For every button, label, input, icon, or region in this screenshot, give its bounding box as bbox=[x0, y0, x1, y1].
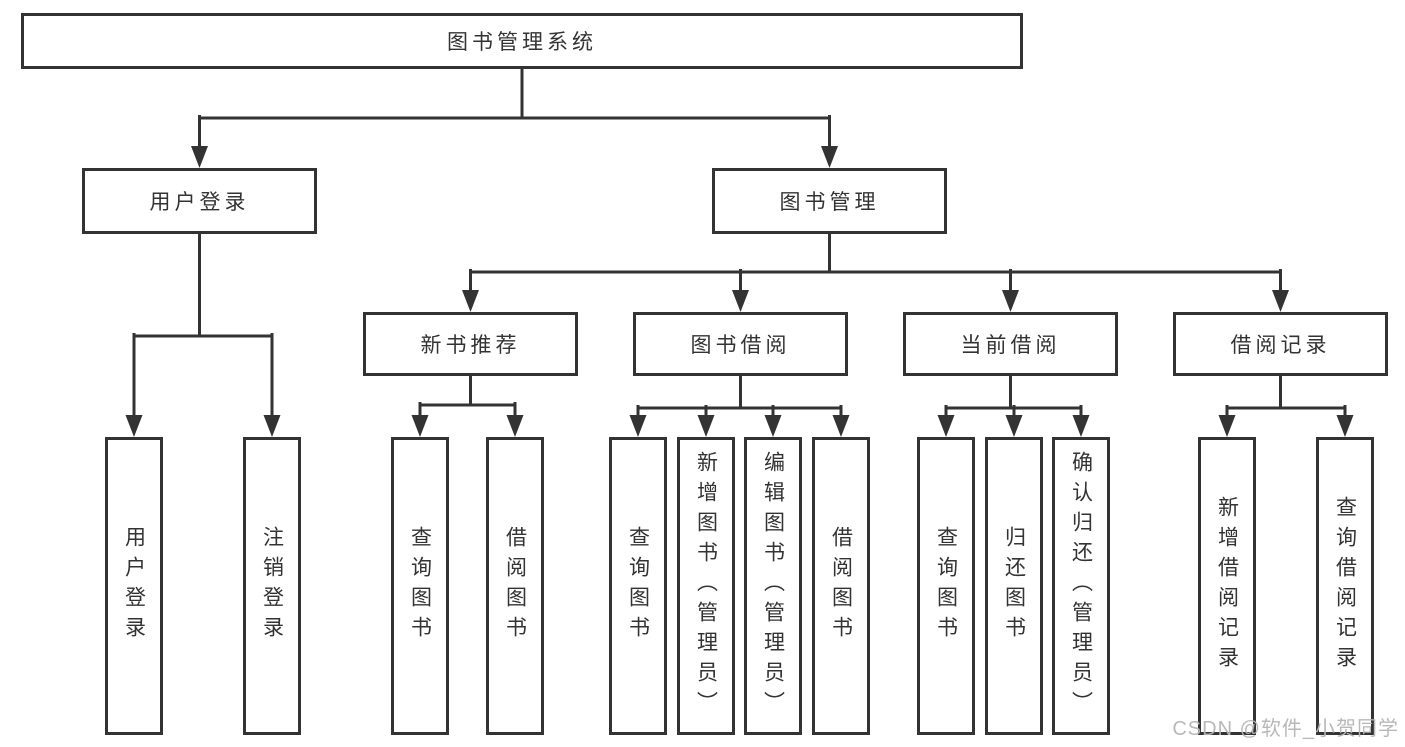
node-borrow-records: 借阅记录 bbox=[1173, 312, 1388, 376]
leaf-borrow-query-books: 查询图书 bbox=[609, 437, 667, 735]
arrow-down-icon bbox=[821, 146, 838, 168]
leaf-newbook-query-books: 查询图书 bbox=[391, 437, 449, 735]
connector-new-book-to-leaves bbox=[418, 374, 517, 422]
leaf-records-query-record: 查询借阅记录 bbox=[1316, 437, 1374, 735]
arrow-down-icon bbox=[1336, 415, 1354, 437]
node-book-management: 图书管理 bbox=[712, 168, 947, 234]
connector-borrow-records-to-leaves bbox=[1225, 374, 1347, 422]
leaf-borrow-borrow-books: 借阅图书 bbox=[812, 437, 870, 735]
connector-root-to-level1 bbox=[198, 66, 831, 152]
arrow-down-icon bbox=[1002, 290, 1019, 312]
leaf-borrow-edit-books-admin: 编辑图书（管理员） bbox=[744, 437, 802, 735]
arrow-down-icon bbox=[629, 415, 647, 437]
leaf-borrow-add-books-admin: 新增图书（管理员） bbox=[677, 437, 735, 735]
leaf-records-add-record: 新增借阅记录 bbox=[1198, 437, 1256, 735]
connector-book-borrow-to-leaves bbox=[636, 374, 843, 422]
arrow-down-icon bbox=[937, 415, 955, 437]
connector-current-borrow-to-leaves bbox=[944, 374, 1083, 422]
arrow-down-icon bbox=[1218, 415, 1236, 437]
arrow-down-icon bbox=[1005, 415, 1023, 437]
arrow-down-icon bbox=[263, 415, 281, 437]
arrow-down-icon bbox=[125, 415, 143, 437]
leaf-current-confirm-return-admin: 确认归还（管理员） bbox=[1052, 437, 1110, 735]
arrow-down-icon bbox=[697, 415, 715, 437]
leaf-current-return-books: 归还图书 bbox=[985, 437, 1043, 735]
leaf-user-login: 用户登录 bbox=[105, 437, 163, 735]
arrowheads bbox=[125, 146, 1354, 437]
arrow-down-icon bbox=[732, 290, 749, 312]
arrow-down-icon bbox=[832, 415, 850, 437]
arrow-down-icon bbox=[411, 415, 429, 437]
node-root: 图书管理系统 bbox=[21, 13, 1023, 69]
arrow-down-icon bbox=[764, 415, 782, 437]
node-user-login: 用户登录 bbox=[82, 168, 317, 234]
connector-book-management-to-level2 bbox=[469, 232, 1282, 297]
arrow-down-icon bbox=[1072, 415, 1090, 437]
watermark: CSDN @软件_小贺同学 bbox=[1172, 718, 1399, 740]
leaf-logout: 注销登录 bbox=[243, 437, 301, 735]
node-new-book-recommend: 新书推荐 bbox=[363, 312, 578, 376]
leaf-current-query-books: 查询图书 bbox=[917, 437, 975, 735]
connector-user-login-to-leaves bbox=[132, 232, 274, 422]
arrow-down-icon bbox=[1272, 290, 1289, 312]
node-book-borrow: 图书借阅 bbox=[633, 312, 848, 376]
arrow-down-icon bbox=[506, 415, 524, 437]
arrow-down-icon bbox=[191, 146, 208, 168]
arrow-down-icon bbox=[462, 290, 479, 312]
leaf-newbook-borrow-books: 借阅图书 bbox=[486, 437, 544, 735]
node-current-borrow: 当前借阅 bbox=[903, 312, 1118, 376]
